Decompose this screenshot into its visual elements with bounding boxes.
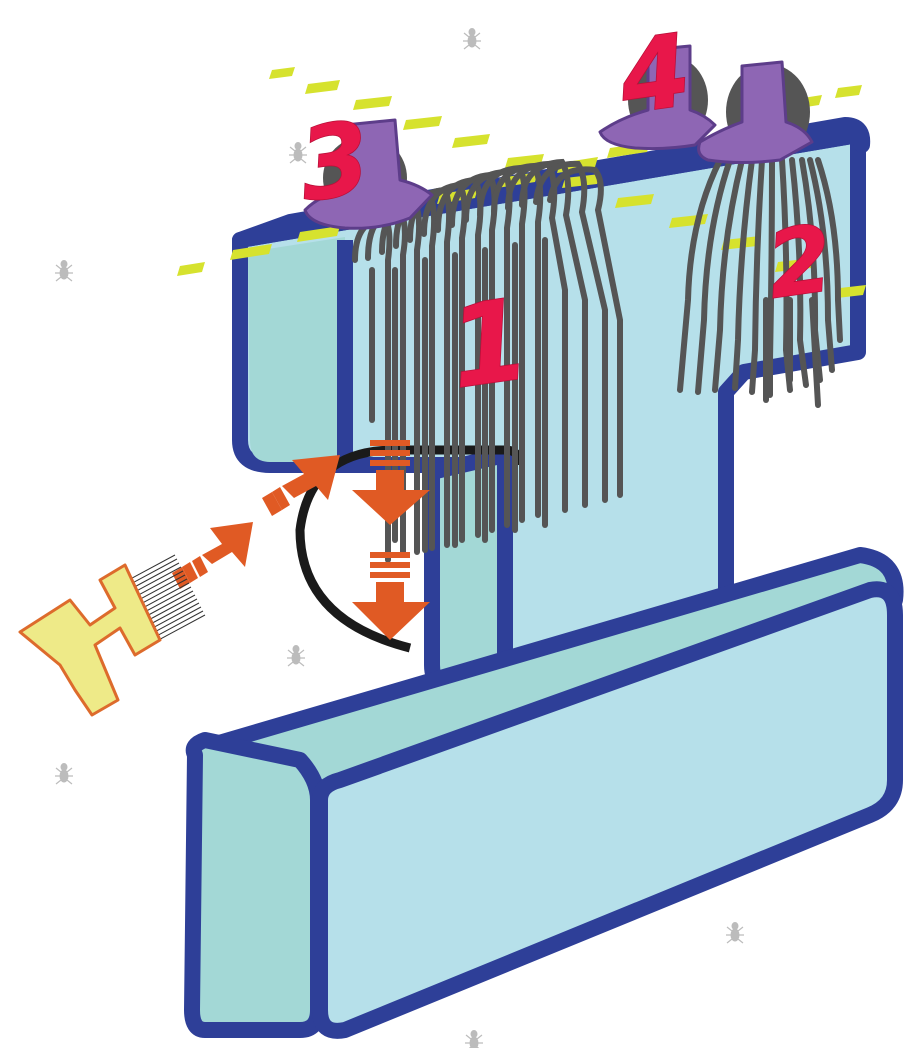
section-line (269, 67, 295, 79)
louse-icon (55, 764, 73, 785)
nit-comb (20, 555, 205, 715)
step-label-3: 3 (292, 99, 377, 225)
hair-clip (699, 62, 812, 163)
comb-direction-arrow (172, 522, 253, 589)
louse-icon (55, 261, 73, 282)
section-line (403, 116, 442, 130)
louse-icon (465, 1031, 483, 1048)
section-line (305, 80, 340, 94)
section-line (835, 85, 862, 98)
louse-icon (726, 923, 744, 944)
louse-icon (287, 646, 305, 667)
louse-icon (463, 29, 481, 50)
base-left-face (192, 740, 318, 1030)
section-line (452, 134, 490, 148)
head-left-face (248, 237, 345, 462)
section-line (177, 262, 205, 276)
